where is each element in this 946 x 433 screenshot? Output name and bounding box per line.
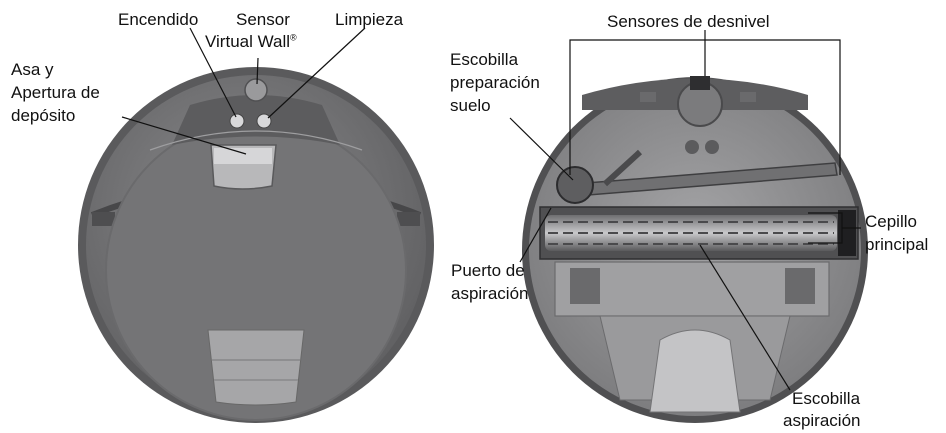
leader-lines bbox=[121, 27, 861, 391]
leader-clean bbox=[267, 27, 366, 119]
label-handle-line1: Asa y bbox=[11, 60, 54, 79]
prep-brush-highlight bbox=[556, 166, 594, 204]
robot-bottom-view bbox=[522, 76, 868, 423]
label-prep-line3: suelo bbox=[450, 96, 491, 115]
label-vacuum-port-line2: aspiración bbox=[451, 284, 529, 303]
label-squeegee-line2: aspiración bbox=[783, 411, 861, 430]
leader-sensor bbox=[256, 57, 259, 85]
leader-vacuum-port bbox=[519, 207, 552, 263]
label-cliff-sensors: Sensores de desnivel bbox=[607, 12, 770, 31]
leader-squeegee bbox=[699, 244, 791, 391]
label-sensor-line2: Virtual Wall® bbox=[205, 32, 297, 51]
label-prep-line1: Escobilla bbox=[450, 50, 519, 69]
label-vacuum-port-line1: Puerto de bbox=[451, 261, 525, 280]
power-button bbox=[229, 113, 245, 129]
leader-handle bbox=[121, 116, 247, 155]
label-power: Encendido bbox=[118, 10, 199, 29]
leader-power bbox=[189, 27, 237, 118]
rear-logo-plate bbox=[207, 329, 305, 406]
label-clean: Limpieza bbox=[335, 10, 404, 29]
clean-button bbox=[256, 113, 272, 129]
registered-mark: ® bbox=[290, 32, 297, 43]
squeegee-frame bbox=[554, 261, 830, 317]
label-sensor-line1: Sensor bbox=[236, 10, 290, 29]
label-squeegee-line1: Escobilla bbox=[792, 389, 861, 408]
leader-prep bbox=[509, 117, 574, 181]
label-handle-line2: Apertura de bbox=[11, 83, 100, 102]
robot-top-view bbox=[78, 67, 434, 423]
control-panel bbox=[172, 95, 340, 145]
label-handle-line3: depósito bbox=[11, 106, 76, 125]
label-main-brush-line1: Cepillo bbox=[865, 212, 917, 231]
virtual-wall-sensor bbox=[244, 78, 268, 102]
label-main-brush-line2: principal bbox=[865, 235, 929, 254]
rear-latch bbox=[649, 329, 741, 413]
label-prep-line2: preparación bbox=[450, 73, 540, 92]
